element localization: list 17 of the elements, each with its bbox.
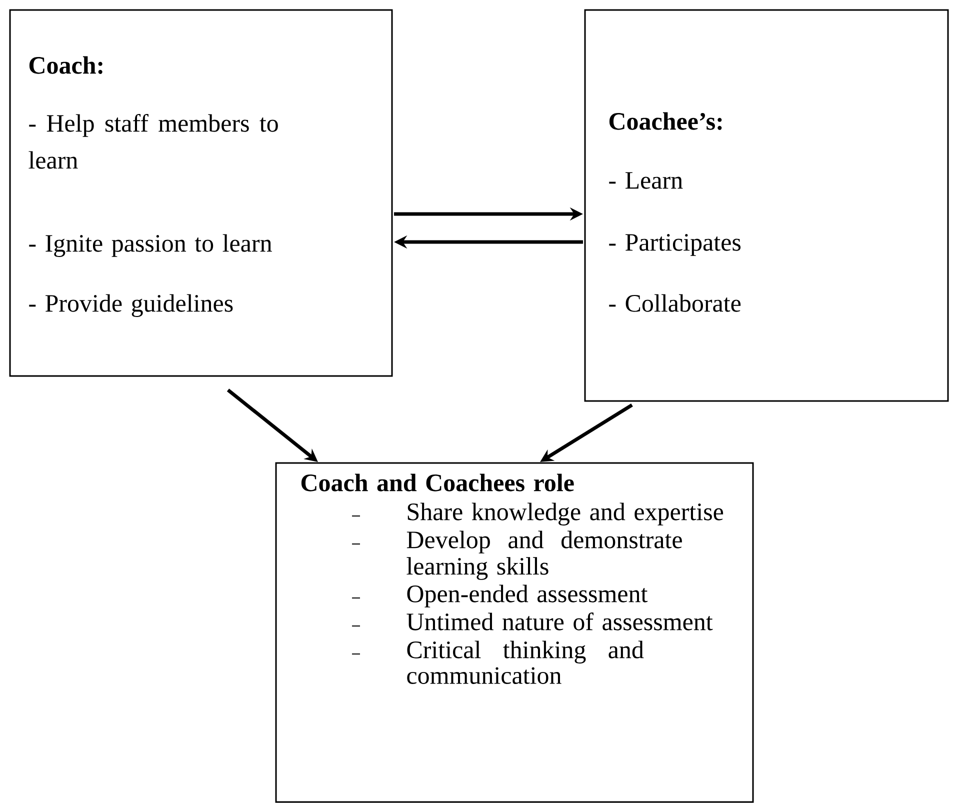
- list-item: Share knowledge and expertise: [408, 502, 724, 526]
- list-item: - Participates: [609, 234, 741, 256]
- list-item: - Help staff members to learn: [28, 114, 278, 169]
- list-item: - Provide guidelines: [29, 294, 233, 317]
- list-item: Open-ended assessment: [407, 584, 648, 608]
- list-item: Critical thinking and communication: [407, 640, 644, 684]
- heading: Coach:: [29, 56, 102, 74]
- text-box: [275, 462, 754, 803]
- text-box: [584, 9, 949, 402]
- heading: Coach and Coachees role: [301, 474, 574, 492]
- list-item: Untimed nature of assessment: [406, 612, 713, 630]
- list-item: - Learn: [609, 172, 683, 189]
- heading: Coachee’s:: [609, 112, 722, 130]
- list-item: - Ignite passion to learn: [29, 234, 272, 257]
- list-item: Develop and demonstrate learning skills: [406, 530, 682, 580]
- text-box: [9, 9, 393, 377]
- list-item: - Collaborate: [609, 294, 741, 312]
